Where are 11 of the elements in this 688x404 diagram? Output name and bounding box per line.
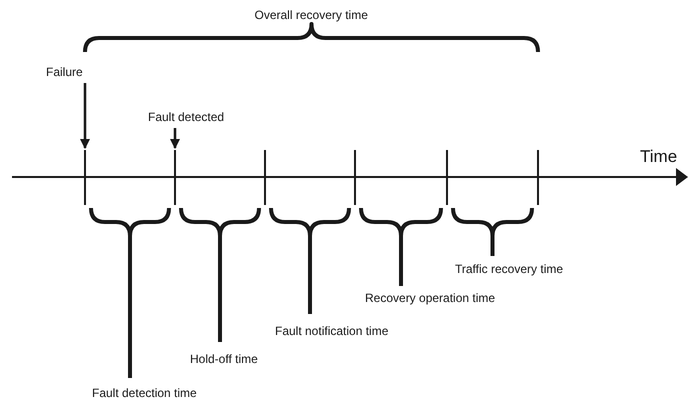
interval-label: Fault notification time <box>275 324 388 338</box>
event-label: Failure <box>46 65 83 79</box>
interval-label: Traffic recovery time <box>455 262 564 276</box>
interval-label: Fault detection time <box>92 386 197 400</box>
arrow <box>80 83 90 149</box>
axis-label: Time <box>640 150 678 164</box>
event-label: Fault detected <box>148 110 224 124</box>
interval-label: Hold-off time <box>190 352 258 366</box>
arrow <box>170 128 180 149</box>
interval-label: Recovery operation time <box>365 291 496 305</box>
span-label: Overall recovery time <box>254 8 368 22</box>
